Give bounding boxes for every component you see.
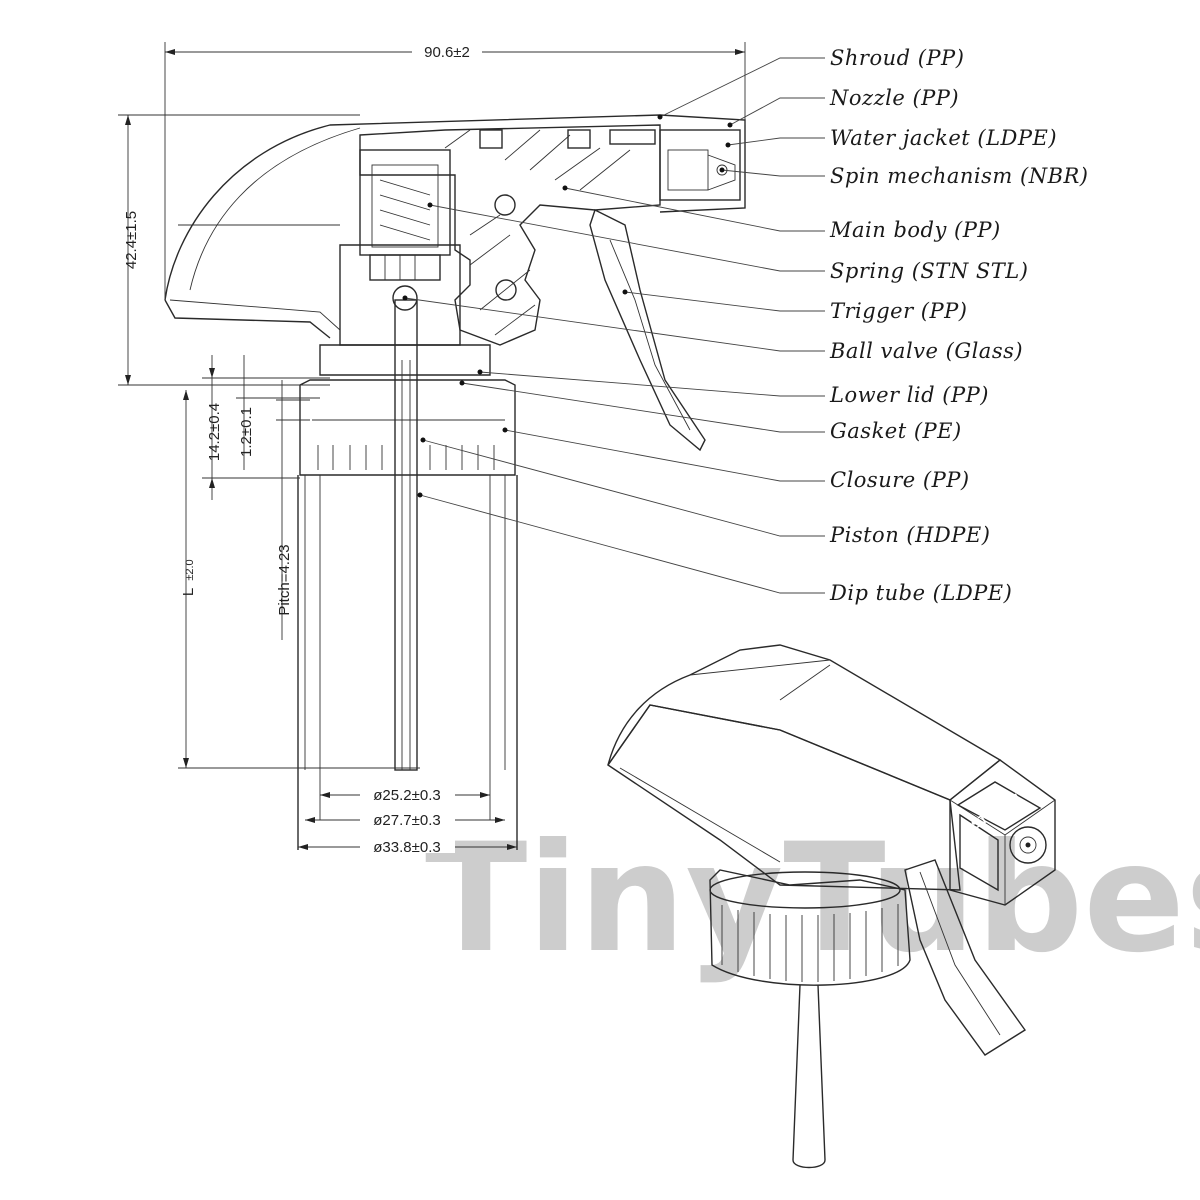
- sprayer-3d-view: STREAM OFF: [607, 644, 1056, 1169]
- label-closure: Closure (PP): [830, 468, 970, 492]
- label-nozzle: Nozzle (PP): [829, 86, 959, 110]
- dia-outer-label: ø33.8±0.3: [373, 839, 440, 856]
- part-labels: Shroud (PP) Nozzle (PP) Water jacket (LD…: [829, 46, 1089, 605]
- dimension-diameters: ø25.2±0.3 ø27.7±0.3 ø33.8±0.3: [298, 785, 517, 856]
- width-dimension-label: 90.6±2: [424, 44, 470, 61]
- label-piston: Piston (HDPE): [829, 523, 990, 547]
- dia-inner-label: ø25.2±0.3: [373, 787, 440, 804]
- dia-mid-label: ø27.7±0.3: [373, 812, 440, 829]
- label-spring: Spring (STN STL): [830, 259, 1028, 283]
- pitch-label: Pitch=4.23: [276, 544, 293, 615]
- bottle-neck: [297, 475, 518, 850]
- label-lower-lid: Lower lid (PP): [829, 383, 989, 407]
- dimension-1-2: 1.2±0.1: [236, 355, 320, 470]
- label-shroud: Shroud (PP): [830, 46, 964, 70]
- dimension-length: L ±2.0: [178, 390, 420, 769]
- dimension-width: 90.6±2: [164, 42, 746, 300]
- shroud-section: [164, 114, 746, 346]
- closure-section: [299, 379, 516, 476]
- dim-1-2-label: 1.2±0.1: [238, 407, 255, 457]
- label-water-jacket: Water jacket (LDPE): [830, 126, 1057, 150]
- dimension-14: 14.2±0.4: [202, 355, 330, 500]
- height-dimension-label: 42.4±1.5: [123, 211, 140, 269]
- label-gasket: Gasket (PE): [830, 419, 962, 443]
- trigger-section: [589, 209, 706, 452]
- label-main-body: Main body (PP): [829, 218, 1001, 242]
- label-spin-mechanism: Spin mechanism (NBR): [830, 164, 1089, 188]
- label-dip-tube: Dip tube (LDPE): [829, 581, 1012, 605]
- dip-tube: [394, 299, 418, 771]
- label-ball-valve: Ball valve (Glass): [829, 339, 1023, 363]
- watermark: TinyTubes: [425, 812, 1200, 986]
- dim-14-label: 14.2±0.4: [206, 403, 223, 461]
- length-tolerance-label: ±2.0: [184, 559, 196, 580]
- spring-chamber: [319, 149, 491, 376]
- length-label: L: [180, 588, 197, 596]
- label-trigger: Trigger (PP): [830, 299, 967, 323]
- nozzle-off-label: OFF: [976, 842, 991, 868]
- dimension-pitch: Pitch=4.23: [276, 380, 310, 640]
- leader-lines: [402, 57, 825, 594]
